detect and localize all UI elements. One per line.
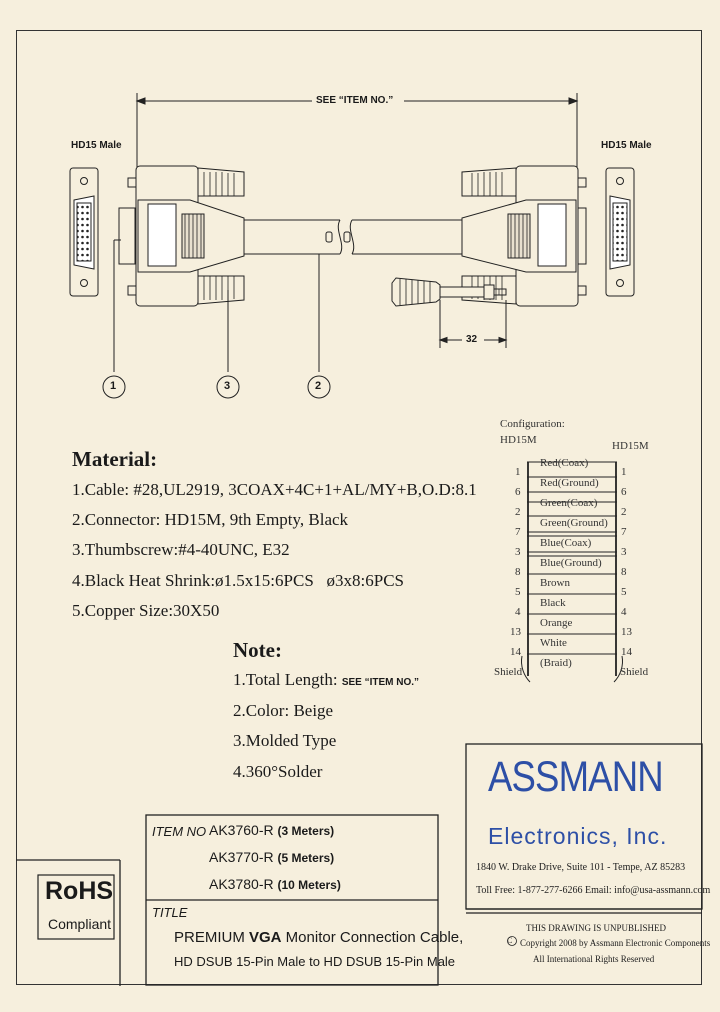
config-right-pin: 5 [621,586,627,598]
config-right-pin: 8 [621,566,627,578]
company-contact: Toll Free: 1-877-277-6266 Email: info@us… [476,885,711,896]
material-title: Material: [72,447,158,471]
config-wire-label: Orange [540,617,573,629]
config-left-pin: 2 [515,506,521,518]
config-left-pin: 1 [515,466,521,478]
item-row: AK3760-R (3 Meters) [209,822,335,838]
config-right-pin: 13 [621,626,632,638]
config-right-pin: 2 [621,506,627,518]
material-item: 3.Thumbscrew:#4-40UNC, E32 [72,540,290,559]
material-item: 4.Black Heat Shrink:ø1.5x15:6PCS ø3x8:6P… [72,571,404,590]
callout-2: 2 [315,380,322,392]
length-dimension-label: SEE “ITEM NO.” [316,95,394,106]
config-wire-label: Red(Ground) [540,477,599,489]
rohs-badge-subtitle: Compliant [48,916,112,932]
company-logo: ASSMANN [488,753,664,801]
unpublished-notice: THIS DRAWING IS UNPUBLISHED [526,923,667,933]
config-wire-label: (Braid) [540,657,572,669]
config-left-pin: 4 [515,606,521,618]
company-address: 1840 W. Drake Drive, Suite 101 - Tempe, … [476,862,686,873]
configuration-title: Configuration: [500,418,565,430]
title-label: TITLE [152,905,188,920]
config-wire-label: Black [540,597,566,609]
note-title: Note: [233,638,282,662]
product-title-line2: HD DSUB 15-Pin Male to HD DSUB 15-Pin Ma… [174,954,456,969]
left-connector-label: HD15 Male [71,140,122,151]
plug-length-label: 32 [466,334,478,345]
rohs-badge-title: RoHS [45,877,114,905]
config-right-pin: 3 [621,546,627,558]
config-right-pin: Shield [620,666,649,678]
material-item: 1.Cable: #28,UL2919, 3COAX+4C+1+AL/MY+B,… [72,480,477,499]
config-left-pin: 5 [515,586,521,598]
config-wire-label: Green(Coax) [540,497,598,509]
config-left-pin: 8 [515,566,521,578]
material-item: 5.Copper Size:30X50 [72,601,220,620]
note-item: 3.Molded Type [233,731,337,750]
note-item: 1.Total Length: SEE “ITEM NO.” [233,670,420,689]
config-left-header: HD15M [500,434,537,446]
note-item: 2.Color: Beige [233,701,334,720]
product-title-line1: PREMIUM VGA Monitor Connection Cable, [174,929,464,946]
callout-3: 3 [224,380,231,392]
item-no-label: ITEM NO [152,824,207,839]
item-row: AK3770-R (5 Meters) [209,849,335,865]
config-wire-label: Green(Ground) [540,517,608,529]
config-right-pin: 14 [621,646,632,658]
config-left-pin: 14 [510,646,521,658]
config-left-pin: 7 [515,526,521,538]
config-right-pin: 1 [621,466,627,478]
config-left-pin: Shield [494,666,523,678]
config-wire-label: Brown [540,577,570,589]
config-wire-label: Blue(Ground) [540,557,602,569]
material-item: 2.Connector: HD15M, 9th Empty, Black [72,510,349,529]
config-right-pin: 6 [621,486,627,498]
note-item: 4.360°Solder [233,762,323,781]
config-right-header: HD15M [612,440,649,452]
config-wire-label: White [540,637,567,649]
config-wire-label: Red(Coax) [540,457,589,469]
right-connector-label: HD15 Male [601,140,652,151]
config-right-pin: 4 [621,606,627,618]
callout-1: 1 [110,380,117,392]
config-wire-label: Blue(Coax) [540,537,592,549]
config-left-pin: 3 [515,546,521,558]
config-right-pin: 7 [621,526,627,538]
copyright-notice: Copyright 2008 by Assmann Electronic Com… [520,938,711,948]
company-subtitle: Electronics, Inc. [488,823,668,849]
rights-notice: All International Rights Reserved [533,954,655,964]
config-left-pin: 13 [510,626,521,638]
copyright-symbol: C [507,936,513,945]
config-left-pin: 6 [515,486,521,498]
item-row: AK3780-R (10 Meters) [209,876,341,892]
